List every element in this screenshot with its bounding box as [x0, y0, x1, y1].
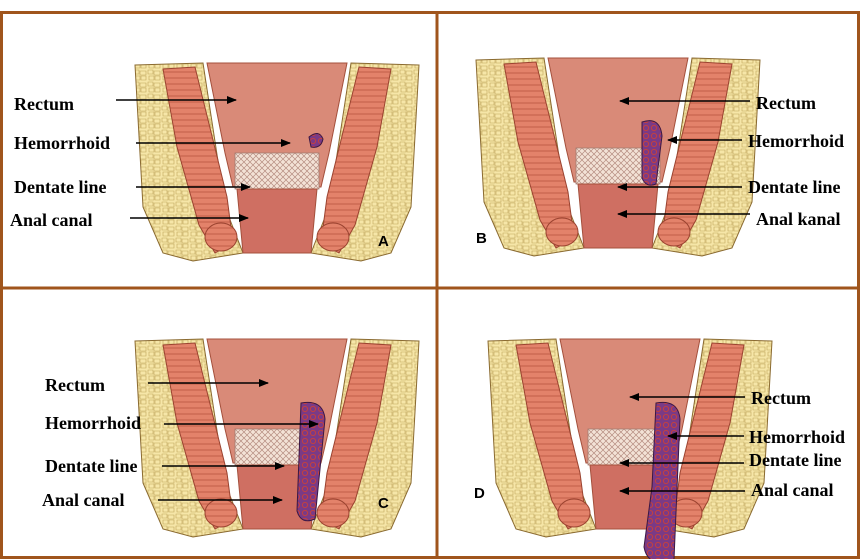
label-rectum-a: Rectum	[14, 95, 74, 113]
right-sphincter	[658, 218, 690, 246]
panel-letter-c: C	[378, 496, 389, 511]
label-hemorrhoid-c: Hemorrhoid	[45, 414, 141, 432]
anal-canal	[237, 189, 317, 253]
left-sphincter	[558, 499, 590, 527]
panel-letter-d: D	[474, 486, 485, 501]
dentate-line	[235, 153, 319, 189]
panel-d-figure	[486, 333, 774, 559]
label-rectum-c: Rectum	[45, 376, 105, 394]
label-anal-canal-b: Anal kanal	[756, 210, 841, 228]
panel-letter-b: B	[476, 231, 487, 246]
left-sphincter	[546, 218, 578, 246]
label-dentate-line-c: Dentate line	[45, 457, 137, 475]
anal-canal	[578, 184, 658, 248]
label-rectum-d: Rectum	[751, 389, 811, 407]
label-anal-canal-d: Anal canal	[751, 481, 834, 499]
label-dentate-line-b: Dentate line	[748, 178, 840, 196]
left-sphincter	[205, 223, 237, 251]
label-rectum-b: Rectum	[756, 94, 816, 112]
label-hemorrhoid-b: Hemorrhoid	[748, 132, 844, 150]
label-dentate-line-d: Dentate line	[749, 451, 841, 469]
label-hemorrhoid-a: Hemorrhoid	[14, 134, 110, 152]
label-dentate-line-a: Dentate line	[14, 178, 106, 196]
left-sphincter	[205, 499, 237, 527]
panel-b-figure	[474, 52, 762, 260]
label-anal-canal-c: Anal canal	[42, 491, 125, 509]
right-sphincter	[317, 223, 349, 251]
label-hemorrhoid-d: Hemorrhoid	[749, 428, 845, 446]
label-anal-canal-a: Anal canal	[10, 211, 93, 229]
right-sphincter	[317, 499, 349, 527]
panel-letter-a: A	[378, 234, 389, 249]
